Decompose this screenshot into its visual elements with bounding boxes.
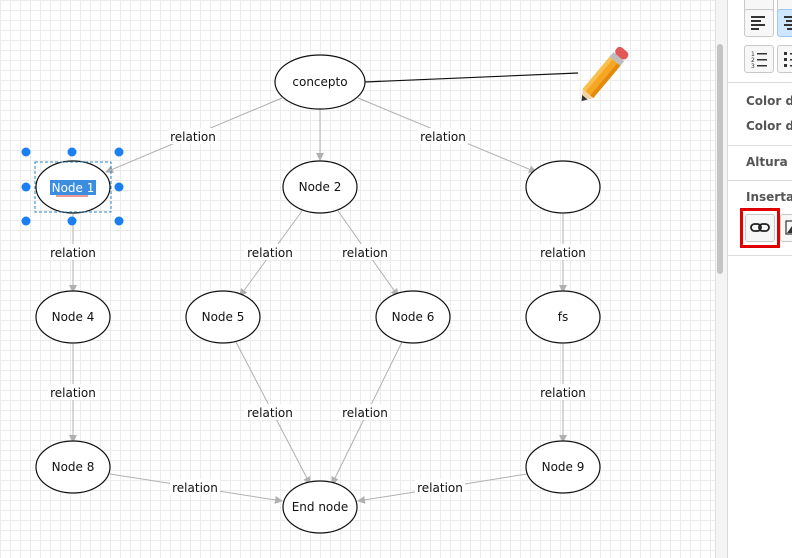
node-label: End node: [292, 500, 349, 514]
numbered-list-icon: 1 2 3: [751, 51, 767, 70]
node-label: Node 5: [202, 310, 245, 324]
edge-label[interactable]: relation: [418, 128, 468, 144]
node-unnamed[interactable]: [525, 160, 601, 214]
node-fs[interactable]: fs: [525, 290, 601, 344]
numbered-list-button[interactable]: 1 2 3: [744, 45, 774, 73]
align-center-icon: [784, 16, 792, 30]
edge-label[interactable]: relation: [170, 479, 220, 495]
svg-text:2: 2: [751, 57, 755, 64]
node-label: Node 1: [52, 181, 95, 195]
pencil-icon[interactable]: [576, 45, 630, 105]
edge-label[interactable]: relation: [48, 244, 98, 260]
node-node4[interactable]: Node 4: [35, 290, 111, 344]
edge-label[interactable]: relation: [245, 404, 295, 420]
edge-label-text: relation: [247, 406, 293, 420]
node-label: Node 6: [392, 310, 435, 324]
diagram-svg[interactable]: relation relation relation relation rela…: [0, 0, 715, 558]
node-label: concepto: [292, 75, 347, 89]
resize-handle[interactable]: [114, 216, 124, 226]
edge-label-text: relation: [342, 406, 388, 420]
node-label: Node 8: [52, 460, 95, 474]
link-icon: [750, 223, 770, 232]
format-panel: 1 2 3 Color de Color de Altura de Insert…: [727, 0, 792, 558]
align-left-button[interactable]: [744, 9, 774, 37]
node-label: fs: [558, 310, 568, 324]
svg-text:3: 3: [751, 63, 755, 70]
node-node8[interactable]: Node 8: [35, 440, 111, 494]
canvas-scrollbar-thumb[interactable]: [717, 44, 723, 274]
panel-separator: [728, 255, 792, 256]
edge-label[interactable]: relation: [415, 479, 465, 495]
edge-label[interactable]: relation: [340, 244, 390, 260]
panel-separator: [728, 145, 792, 146]
node-concepto[interactable]: concepto: [274, 54, 366, 110]
resize-handle[interactable]: [21, 147, 31, 157]
height-label: Altura de: [746, 155, 792, 169]
resize-handle[interactable]: [21, 182, 31, 192]
edge-label[interactable]: relation: [538, 384, 588, 400]
node-label: Node 2: [299, 180, 342, 194]
resize-handle[interactable]: [67, 147, 77, 157]
resize-handle[interactable]: [114, 147, 124, 157]
bullet-list-button[interactable]: [777, 45, 792, 73]
insert-image-button[interactable]: [780, 214, 792, 242]
pencil-connector-line[interactable]: [364, 72, 579, 83]
svg-text:1: 1: [751, 51, 755, 58]
node-label: Node 9: [542, 460, 585, 474]
panel-separator: [728, 180, 792, 181]
node-node5[interactable]: Node 5: [185, 290, 261, 344]
resize-handle[interactable]: [21, 216, 31, 226]
edge-label-text: relation: [342, 246, 388, 260]
font-color-label: Color de: [746, 119, 792, 133]
diagram-canvas[interactable]: relation relation relation relation rela…: [0, 0, 715, 558]
node-node2[interactable]: Node 2: [282, 160, 358, 214]
panel-separator: [728, 82, 792, 83]
node-node6[interactable]: Node 6: [375, 290, 451, 344]
edge-label-text: relation: [540, 246, 586, 260]
selection-box: [34, 161, 112, 213]
edge-label-text: relation: [417, 481, 463, 495]
resize-handle[interactable]: [114, 182, 124, 192]
insert-link-button[interactable]: [745, 214, 775, 242]
image-icon: [785, 220, 792, 235]
edge-label-text: relation: [50, 246, 96, 260]
highlight-box: [740, 208, 780, 248]
node-node9[interactable]: Node 9: [525, 440, 601, 494]
node1-text-selection: [50, 180, 96, 195]
fill-color-label: Color de: [746, 94, 792, 108]
edge-label-text: relation: [172, 481, 218, 495]
node-node1[interactable]: Node 1: [35, 160, 111, 214]
edge-label-text: relation: [170, 130, 216, 144]
bullet-list-icon: [784, 52, 792, 67]
edge-label-text: relation: [247, 246, 293, 260]
edge-label-text: relation: [540, 386, 586, 400]
align-left-icon: [751, 16, 767, 30]
node-label: Node 4: [52, 310, 95, 324]
edge-label-text: relation: [420, 130, 466, 144]
edge-label[interactable]: relation: [168, 128, 218, 144]
resize-handle[interactable]: [67, 216, 77, 226]
edge-label-text: relation: [50, 386, 96, 400]
edge-label[interactable]: relation: [48, 384, 98, 400]
insert-label: Insertar: [746, 190, 792, 204]
node-endnode[interactable]: End node: [282, 480, 358, 534]
edge-label[interactable]: relation: [538, 244, 588, 260]
edge-label[interactable]: relation: [340, 404, 390, 420]
edge-label[interactable]: relation: [245, 244, 295, 260]
align-center-button[interactable]: [777, 9, 792, 37]
